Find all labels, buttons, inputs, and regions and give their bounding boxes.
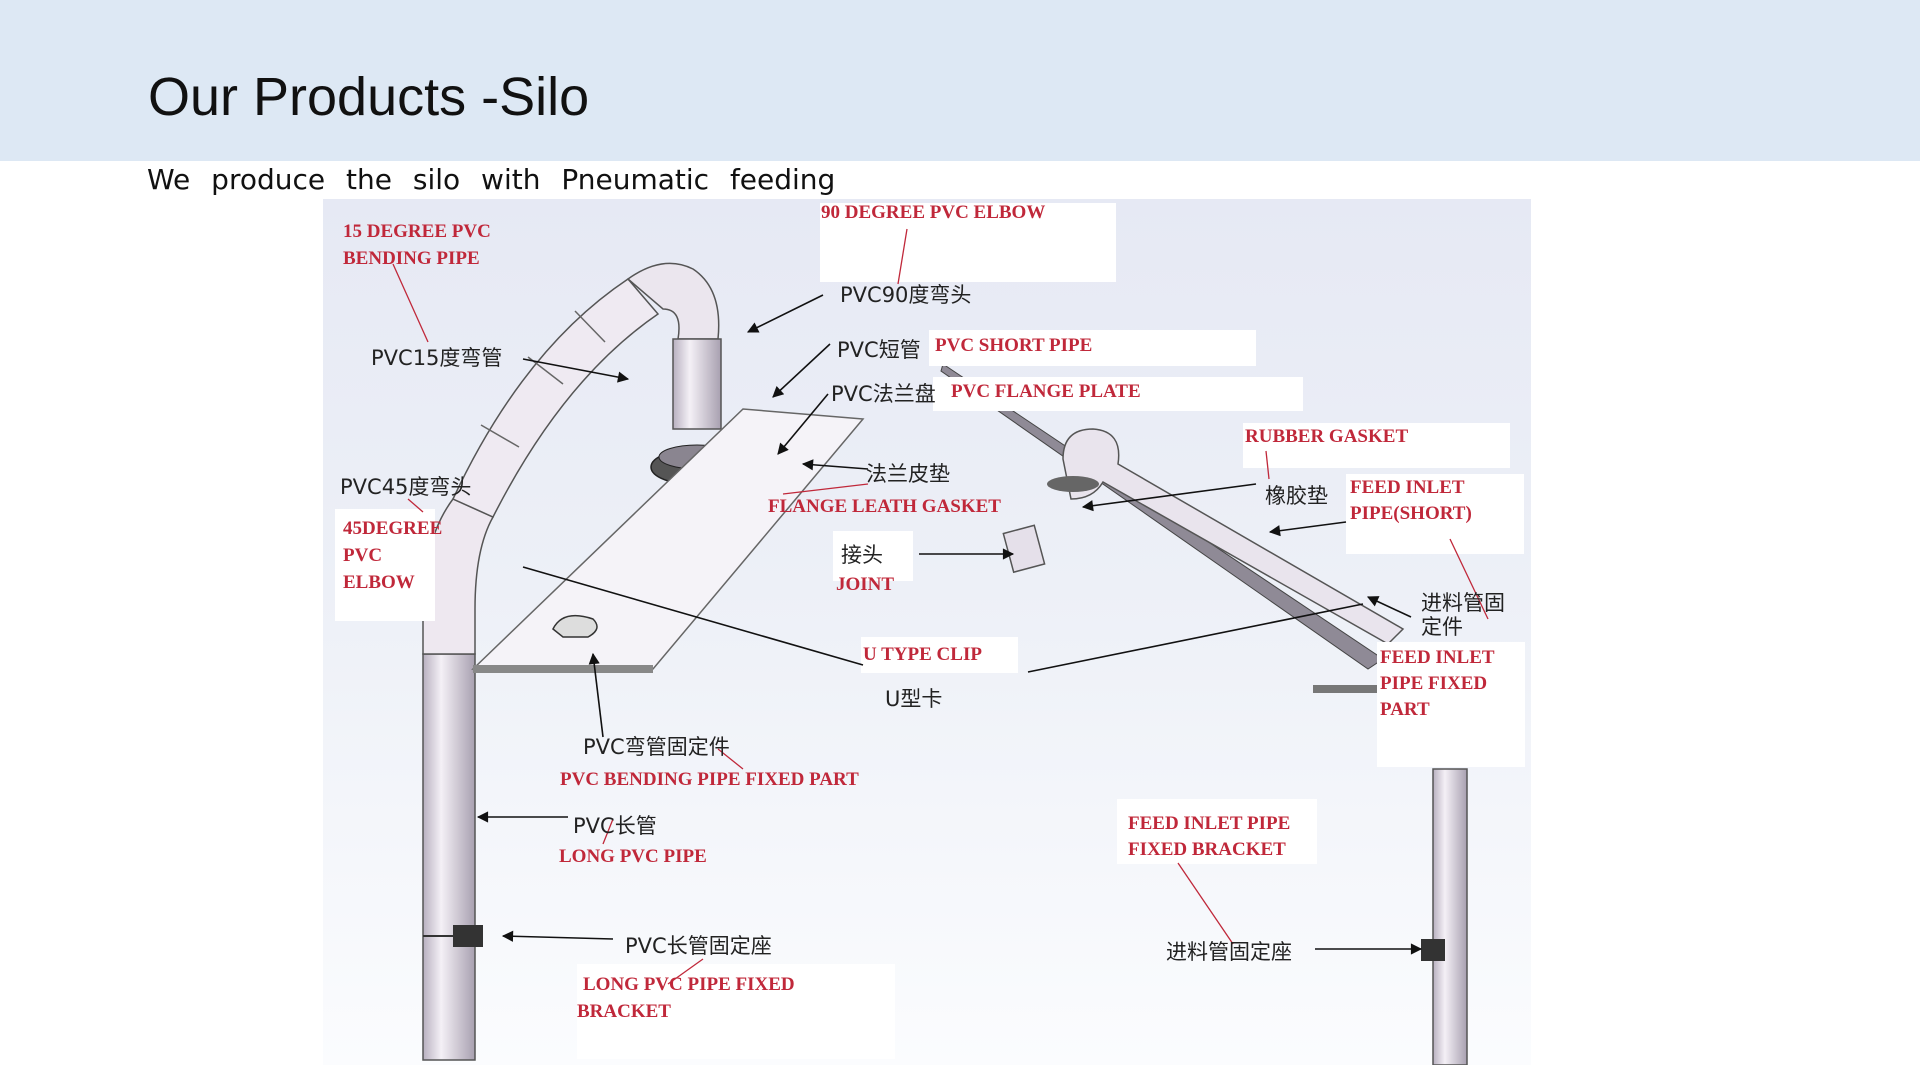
red-line-gasket xyxy=(782,483,869,495)
label-flange-cn: PVC法兰盘 xyxy=(831,382,936,406)
label-longfix-en-1: LONG PVC PIPE FIXED xyxy=(583,974,795,995)
label-long-en: LONG PVC PIPE xyxy=(559,846,707,867)
label-feed-fixed-en-3: PART xyxy=(1380,699,1430,720)
label-rubber-cn: 橡胶垫 xyxy=(1265,484,1328,508)
panel-edge xyxy=(473,665,653,673)
tag-bg xyxy=(335,509,435,621)
label-feed-fixed-cn-1: 进料管固 xyxy=(1421,591,1505,615)
right-bracket xyxy=(1421,939,1445,961)
arrow-bendfix xyxy=(588,652,604,738)
label-feed-short-en-2: PIPE(SHORT) xyxy=(1350,503,1472,524)
right-vertical-pipe xyxy=(1432,768,1468,1065)
right-rail-base xyxy=(1313,685,1383,693)
label-bracket-en-2: FIXED BRACKET xyxy=(1128,839,1286,860)
elbow-90 xyxy=(626,262,720,340)
red-line-bracket xyxy=(1177,862,1234,945)
arrow-flange xyxy=(777,393,829,455)
label-bracket-cn: 进料管固定座 xyxy=(1166,940,1292,964)
bending-pipe-15 xyxy=(451,278,660,518)
label-gasket-en: FLANGE LEATH GASKET xyxy=(768,496,1001,517)
label-rubber-en: RUBBER GASKET xyxy=(1245,426,1408,447)
rubber-gasket-disc xyxy=(1047,476,1099,492)
right-rail xyxy=(940,363,1384,670)
arrow-deg15 xyxy=(522,358,630,383)
label-gasket-cn: 法兰皮垫 xyxy=(866,462,950,486)
arrow-feed-short xyxy=(1268,521,1347,537)
red-line-long xyxy=(602,818,614,845)
tag-bg xyxy=(933,377,1303,411)
label-elbow45-en-2: PVC xyxy=(343,545,382,566)
label-elbow45-en-3: ELBOW xyxy=(343,572,415,593)
arrow-short xyxy=(772,343,831,398)
red-line-rubber xyxy=(1265,450,1270,480)
long-pvc-pipe xyxy=(422,653,476,1061)
tag-bg xyxy=(861,637,1018,673)
tag-bg xyxy=(1117,799,1317,864)
label-elbow45-cn: PVC45度弯头 xyxy=(340,475,471,499)
red-line-deg15 xyxy=(392,263,429,343)
pipe-seam xyxy=(480,424,520,448)
label-deg15-en-2: BENDING PIPE xyxy=(343,248,480,269)
pipe-seam xyxy=(574,310,606,343)
label-feed-fixed-en-2: PIPE FIXED xyxy=(1380,673,1487,694)
slide-subtitle: We produce the silo with Pneumatic feedi… xyxy=(147,163,836,196)
tag-bg xyxy=(929,330,1256,366)
red-line-longfix xyxy=(667,958,704,985)
label-flange-en: PVC FLANGE PLATE xyxy=(951,381,1141,402)
arrow-rubber xyxy=(1081,483,1257,512)
arrow-feed-fixed xyxy=(1366,596,1412,618)
arrow-elbow90 xyxy=(746,294,824,333)
label-feed-short-en-1: FEED INLET xyxy=(1350,477,1465,498)
tag-bg xyxy=(820,203,1116,282)
label-longfix-cn: PVC长管固定座 xyxy=(625,934,772,958)
arrow-gasket xyxy=(801,459,869,471)
label-elbow90-cn: PVC90度弯头 xyxy=(840,283,971,307)
label-short-cn: PVC短管 xyxy=(837,338,921,362)
label-bendfix-en: PVC BENDING PIPE FIXED PART xyxy=(560,769,859,790)
line-uclip-left xyxy=(522,566,864,666)
label-elbow90-en: 90 DEGREE PVC ELBOW xyxy=(821,202,1045,223)
tag-bg xyxy=(833,531,913,581)
tag-bg xyxy=(1243,423,1510,468)
label-longfix-en-2: BRACKET xyxy=(577,1001,671,1022)
label-deg15-en-1: 15 DEGREE PVC xyxy=(343,221,491,242)
diagram-background xyxy=(323,199,1531,1065)
header-band xyxy=(0,0,1920,161)
red-line-elbow45 xyxy=(407,498,424,513)
red-line-elbow90 xyxy=(897,228,908,285)
label-joint-en: JOINT xyxy=(836,574,894,595)
silo-piping-diagram: 15 DEGREE PVC BENDING PIPE PVC15度弯管 90 D… xyxy=(323,199,1531,1065)
label-elbow45-en-1: 45DEGREE xyxy=(343,518,442,539)
label-feed-fixed-cn-2: 定件 xyxy=(1421,615,1463,639)
slide-title: Our Products -Silo xyxy=(148,67,590,127)
tag-bg xyxy=(1346,474,1524,554)
u-type-clip xyxy=(552,614,598,638)
tag-bg xyxy=(577,964,895,1059)
label-deg15-cn: PVC15度弯管 xyxy=(371,346,502,370)
red-line-feed-fixed xyxy=(1449,538,1489,620)
label-short-en: PVC SHORT PIPE xyxy=(935,335,1092,356)
label-uclip-en: U TYPE CLIP xyxy=(863,644,982,665)
red-line-bendfix xyxy=(717,748,744,770)
tag-bg xyxy=(1377,642,1525,767)
short-pipe xyxy=(672,338,722,430)
label-uclip-cn: U型卡 xyxy=(885,687,942,711)
label-joint-cn: 接头 xyxy=(841,543,883,567)
arrow-longfix xyxy=(501,930,614,942)
label-bracket-en-1: FEED INLET PIPE xyxy=(1128,813,1290,834)
label-bendfix-cn: PVC弯管固定件 xyxy=(583,735,730,759)
label-long-cn: PVC长管 xyxy=(573,814,657,838)
line-uclip-right xyxy=(1027,603,1364,673)
label-feed-fixed-en-1: FEED INLET xyxy=(1380,647,1495,668)
feed-inlet-pipe xyxy=(1062,428,1405,645)
